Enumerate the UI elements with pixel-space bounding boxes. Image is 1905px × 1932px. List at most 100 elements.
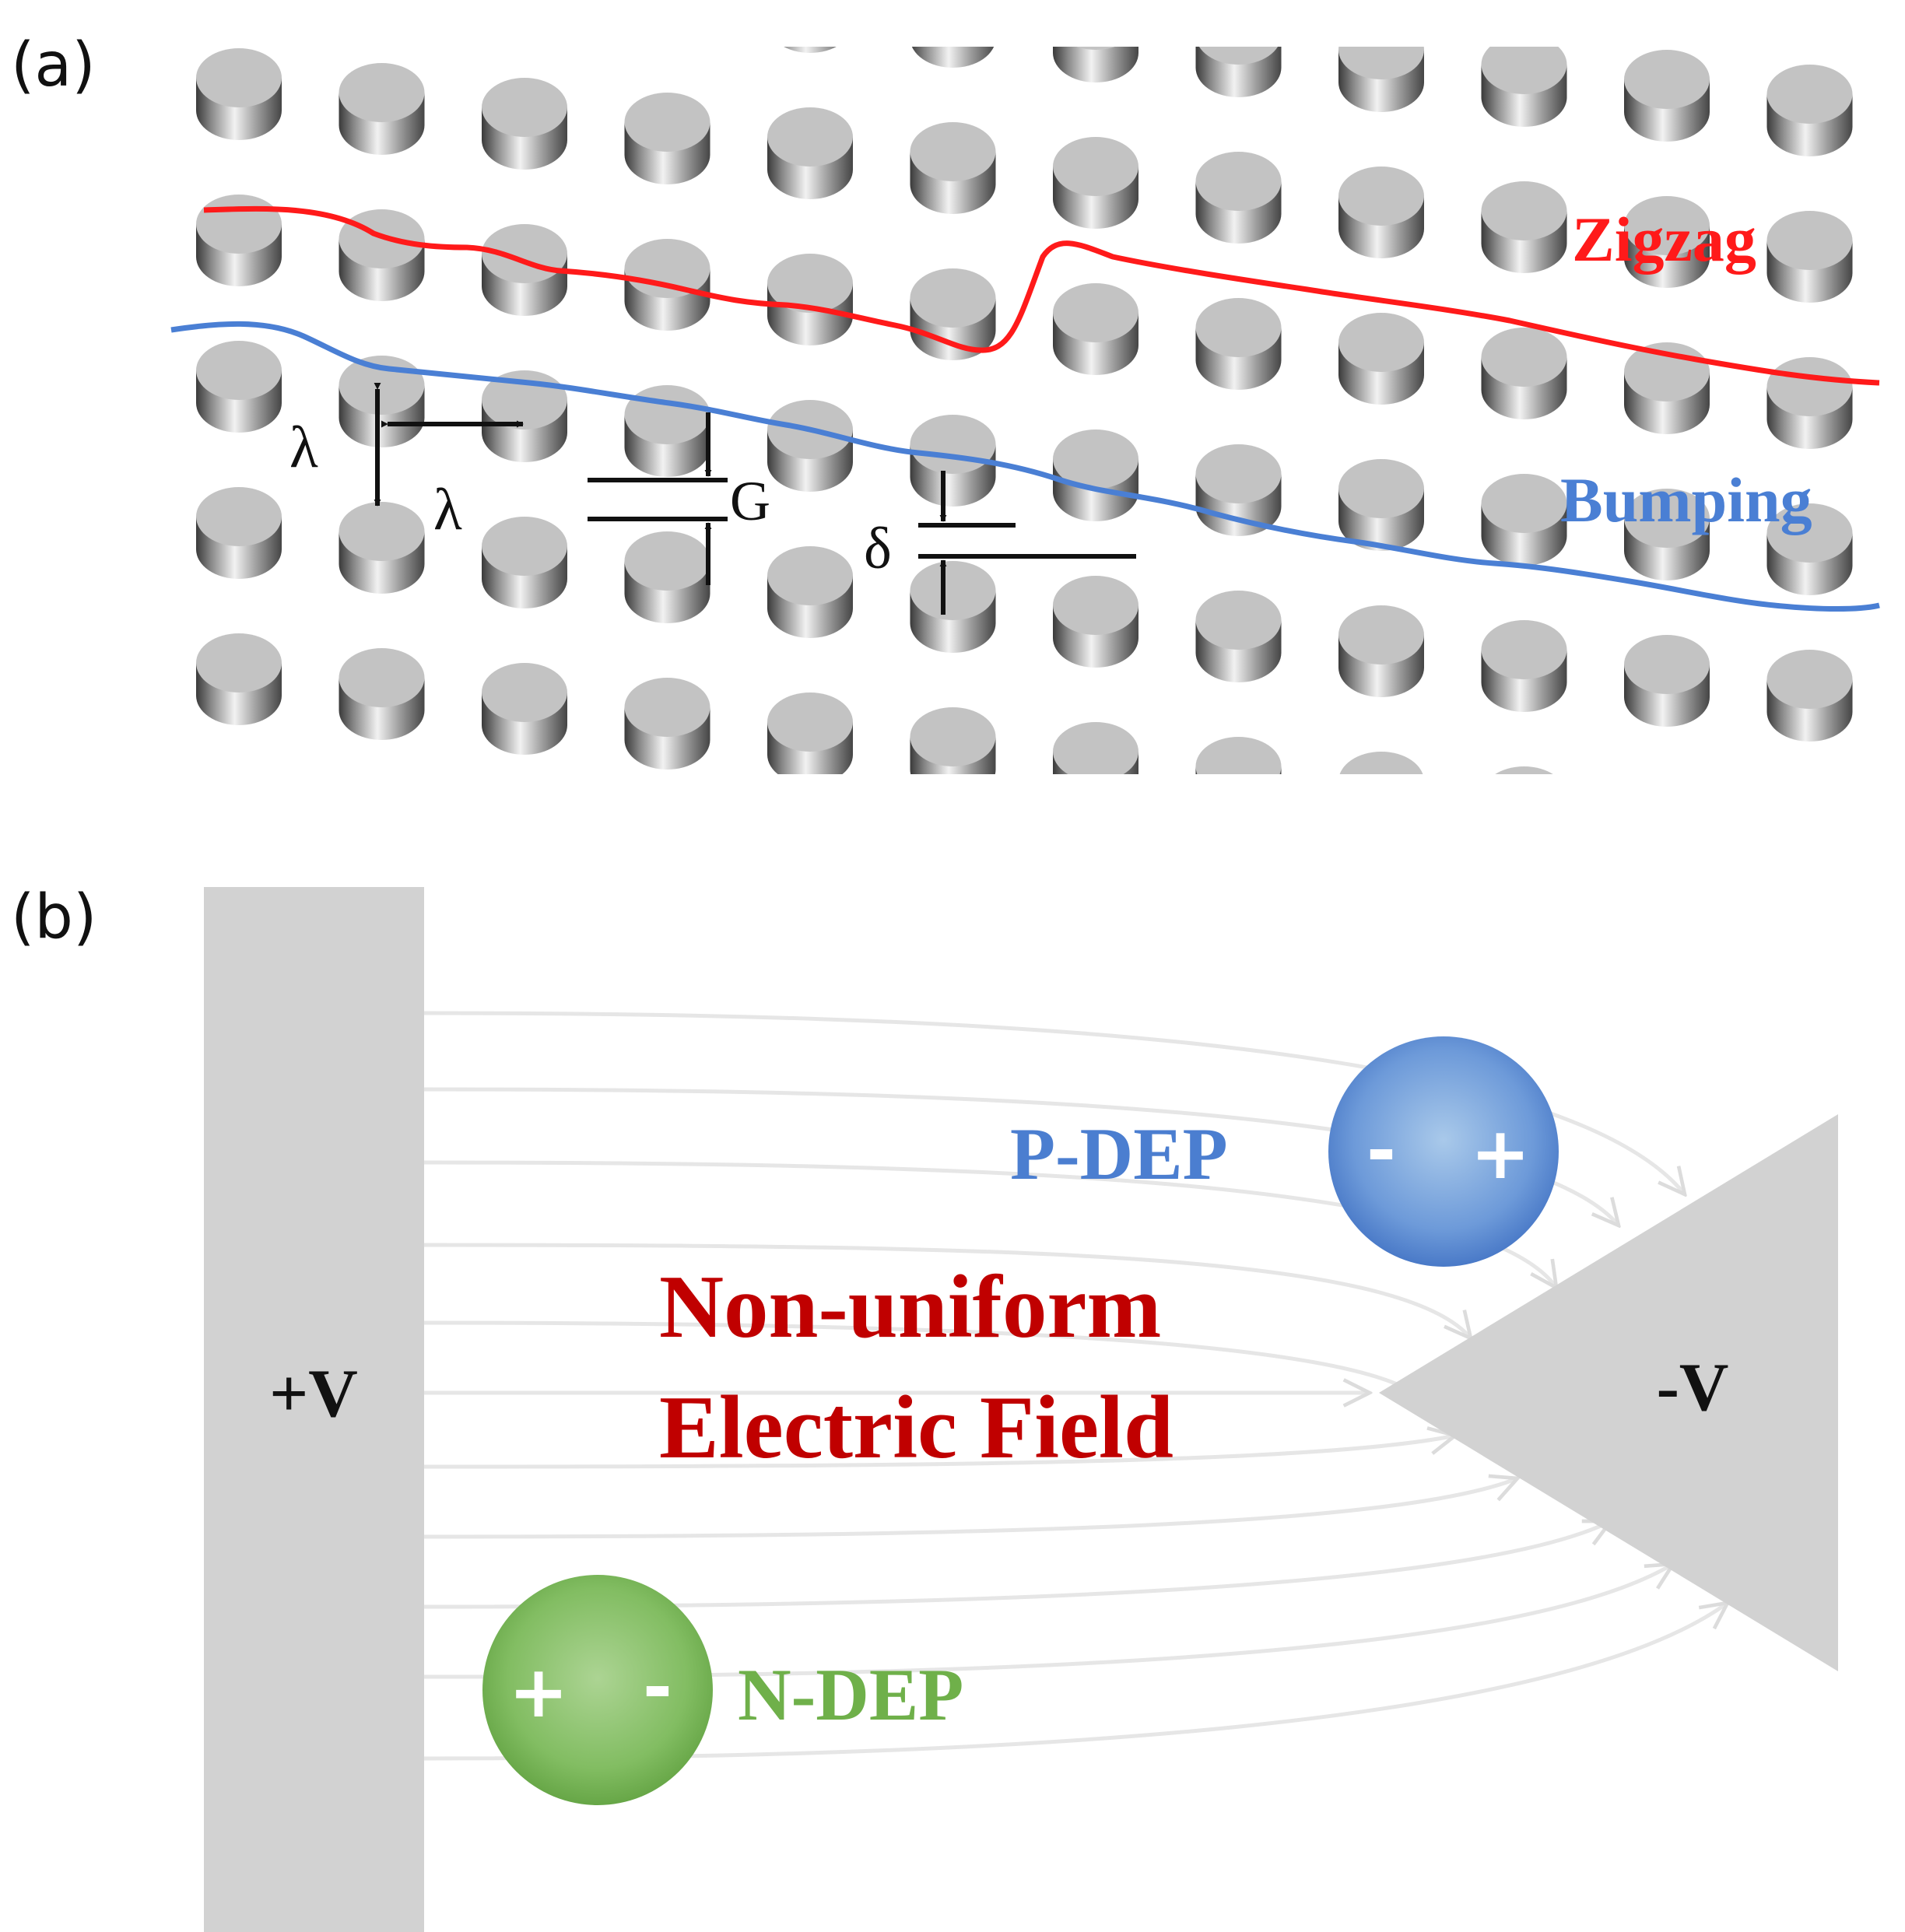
pillar-top bbox=[1338, 47, 1424, 79]
pillar-top bbox=[196, 780, 282, 839]
pillar-top bbox=[1624, 781, 1710, 840]
pillar-top bbox=[482, 663, 567, 722]
pillar bbox=[1338, 605, 1424, 697]
pillar bbox=[910, 268, 996, 360]
gap-label: G bbox=[730, 470, 770, 532]
pillar-side bbox=[784, 47, 837, 53]
pillar bbox=[1195, 152, 1282, 244]
pillar bbox=[196, 48, 282, 140]
field-label-line1: Non-uniform bbox=[659, 1257, 1161, 1356]
pillar bbox=[1624, 927, 1710, 1019]
pillar-top bbox=[196, 195, 282, 254]
pillar-side bbox=[625, 1000, 710, 1062]
pillar-top bbox=[1195, 737, 1282, 774]
pillar-side bbox=[767, 1015, 853, 1077]
bumping-trajectory bbox=[170, 321, 1880, 612]
pillar bbox=[1481, 47, 1567, 127]
pillar bbox=[1053, 283, 1138, 375]
pillar-top bbox=[910, 268, 996, 328]
pillar-top bbox=[767, 546, 853, 605]
pillar bbox=[1053, 722, 1138, 774]
pillar-top bbox=[1766, 211, 1853, 270]
pillar-top bbox=[624, 531, 710, 591]
pillar bbox=[1481, 181, 1567, 273]
pillar-top bbox=[339, 648, 425, 707]
n-dep-label: N-DEP bbox=[738, 1653, 963, 1736]
pillar bbox=[1338, 47, 1424, 112]
pillar bbox=[910, 707, 996, 774]
pillar bbox=[1767, 942, 1853, 1034]
pillar-top bbox=[1766, 503, 1853, 563]
pillar bbox=[1053, 868, 1138, 960]
pillar-side bbox=[1338, 781, 1424, 843]
pillar bbox=[1053, 430, 1138, 521]
pillar bbox=[1481, 474, 1567, 566]
pillar-top bbox=[482, 809, 567, 868]
pillar-top bbox=[1766, 650, 1853, 709]
pillar-top bbox=[1481, 474, 1567, 533]
pillar bbox=[339, 648, 425, 740]
pillar-top bbox=[1339, 752, 1423, 774]
pillar bbox=[1338, 313, 1424, 405]
pillar-top bbox=[1198, 47, 1279, 65]
pillar bbox=[1338, 459, 1424, 551]
pillar-top bbox=[625, 824, 710, 883]
pillar bbox=[1195, 47, 1282, 97]
pillar-top bbox=[339, 502, 425, 561]
pillar-top bbox=[624, 239, 710, 298]
pillar-top bbox=[482, 955, 567, 1015]
pillar-top bbox=[1053, 283, 1138, 342]
pillar bbox=[482, 78, 567, 170]
pillar-side bbox=[625, 854, 710, 916]
pillar bbox=[1195, 591, 1282, 682]
field-line bbox=[423, 1320, 1424, 1401]
pillar-top bbox=[624, 678, 710, 737]
pillar bbox=[625, 0, 710, 38]
pillar-top bbox=[625, 0, 710, 5]
lambda-horizontal-label: λ bbox=[433, 477, 462, 542]
zigzag-label: Zigzag bbox=[1572, 204, 1756, 275]
pillar-top bbox=[910, 0, 996, 35]
pillar-side bbox=[767, 868, 853, 931]
pillar-side bbox=[1767, 826, 1853, 888]
pillar bbox=[1053, 1015, 1138, 1106]
pillar-top bbox=[910, 1000, 996, 1059]
pillar bbox=[339, 63, 425, 155]
pillar bbox=[482, 517, 567, 608]
n-dep-right-sign: - bbox=[643, 1646, 672, 1729]
pillar-top bbox=[1481, 181, 1567, 240]
pillar-top bbox=[1624, 1074, 1710, 1133]
pillar-top bbox=[1624, 342, 1710, 401]
pillar-top bbox=[1195, 591, 1282, 650]
pillar bbox=[1338, 167, 1424, 258]
pillar bbox=[767, 839, 853, 931]
pillar-side bbox=[1053, 1044, 1138, 1106]
pillar-top bbox=[196, 487, 282, 546]
pillar-top bbox=[1624, 635, 1710, 694]
pillar-top bbox=[1196, 883, 1282, 942]
field-line bbox=[423, 1478, 1517, 1539]
pillar bbox=[196, 341, 282, 433]
pillar-top bbox=[1481, 620, 1567, 679]
pillar bbox=[196, 633, 282, 725]
pillar-top bbox=[910, 854, 996, 913]
field-line bbox=[423, 1243, 1471, 1338]
pillar bbox=[1624, 781, 1710, 873]
pillar-side bbox=[910, 1029, 996, 1092]
pillar bbox=[1053, 47, 1138, 82]
pillar bbox=[910, 854, 996, 945]
zigzag-trajectory bbox=[203, 205, 1880, 386]
pillar bbox=[196, 780, 282, 871]
pillar-top bbox=[1338, 167, 1424, 226]
pillar-top bbox=[767, 107, 853, 167]
pillar bbox=[1766, 357, 1853, 449]
pillar-top bbox=[1767, 796, 1853, 855]
pillar-top bbox=[1481, 47, 1567, 94]
pillar-top bbox=[1624, 196, 1710, 255]
pillar bbox=[1766, 650, 1853, 742]
pillar-top bbox=[1195, 444, 1282, 503]
pillar-side bbox=[482, 839, 567, 901]
pillar bbox=[1053, 137, 1138, 229]
pillar-top bbox=[1338, 898, 1424, 957]
pillar-top bbox=[482, 517, 567, 576]
